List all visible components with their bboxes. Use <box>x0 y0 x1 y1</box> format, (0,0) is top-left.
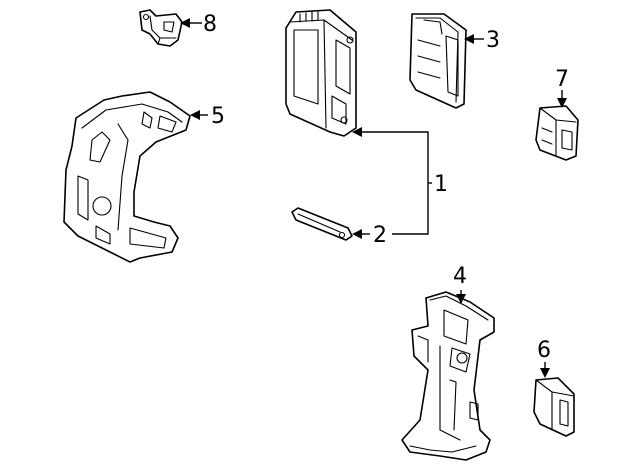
callout-number-5: 5 <box>211 104 225 129</box>
callout-number-3: 3 <box>486 28 500 53</box>
callout-4-leader <box>456 290 466 304</box>
part-3-flat-module <box>409 13 467 109</box>
part-1-control-module <box>285 9 357 137</box>
callout-5-leader <box>190 110 208 120</box>
callout-number-4: 4 <box>453 264 467 289</box>
callout-number-8: 8 <box>203 12 217 37</box>
part-6-module <box>533 377 575 437</box>
callout-number-7: 7 <box>555 67 569 92</box>
part-7-relay <box>535 105 579 161</box>
callout-8-leader <box>180 18 202 28</box>
callout-3-leader <box>464 34 484 44</box>
part-5-large-bracket <box>63 91 191 263</box>
part-8-bracket <box>139 9 183 47</box>
callout-number-2: 2 <box>373 223 387 248</box>
part-2-mounting-plate <box>291 207 353 241</box>
callout-7-leader <box>557 90 567 108</box>
part-4-vertical-bracket <box>401 291 495 461</box>
callout-1-2-leader <box>352 127 432 239</box>
callout-6-leader <box>540 362 550 378</box>
callout-number-1: 1 <box>434 172 448 197</box>
callout-number-6: 6 <box>537 338 551 363</box>
